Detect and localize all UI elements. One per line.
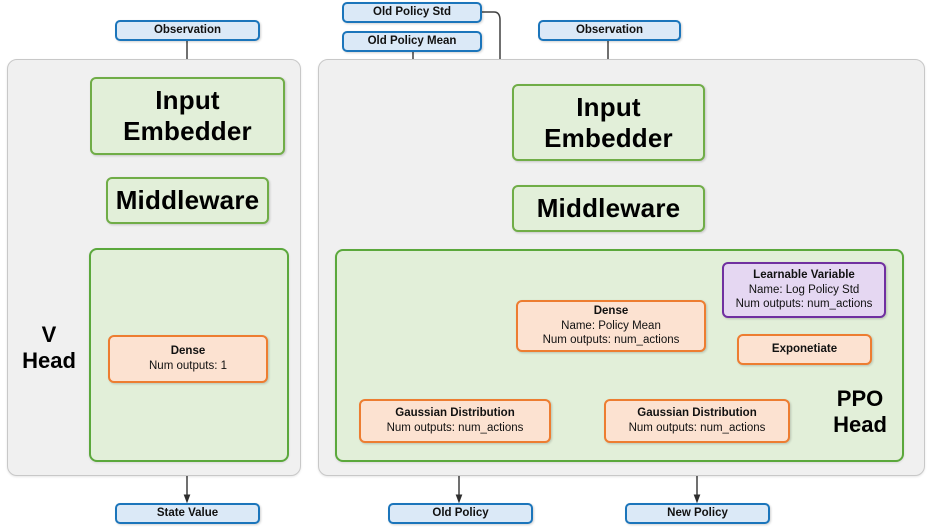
input-old-policy-mean[interactable]: Old Policy Mean [342, 31, 482, 52]
ppo-gaussian-new-title: Gaussian Distribution [637, 407, 757, 420]
input-observation-v-label: Observation [153, 24, 222, 37]
output-old-policy-label: Old Policy [432, 507, 489, 520]
v-head-middleware-label: Middleware [115, 185, 260, 215]
ppo-gaussian-distribution-new-node[interactable]: Gaussian Distribution Num outputs: num_a… [604, 399, 790, 443]
ppo-learnable-variable-name: Name: Log Policy Std [748, 283, 860, 296]
v-head-dense-node[interactable]: Dense Num outputs: 1 [108, 335, 268, 383]
ppo-head-label: PPO Head [833, 386, 887, 438]
ppo-exponetiate-label: Exponetiate [771, 343, 838, 356]
input-observation-ppo[interactable]: Observation [538, 20, 681, 41]
ppo-learnable-variable-node[interactable]: Learnable Variable Name: Log Policy Std … [722, 262, 886, 318]
output-old-policy[interactable]: Old Policy [388, 503, 533, 524]
output-new-policy[interactable]: New Policy [625, 503, 770, 524]
ppo-head-middleware-label: Middleware [536, 193, 681, 223]
input-old-policy-std-label: Old Policy Std [373, 6, 451, 19]
v-head-label: V Head [22, 322, 76, 374]
v-head-input-embedder[interactable]: Input Embedder [90, 77, 285, 155]
ppo-head-input-embedder[interactable]: Input Embedder [512, 84, 705, 161]
v-head-dense-title: Dense [170, 345, 206, 358]
input-observation-v[interactable]: Observation [115, 20, 260, 41]
ppo-learnable-variable-title: Learnable Variable [753, 268, 855, 281]
output-new-policy-label: New Policy [667, 507, 728, 520]
ppo-dense-policy-mean-title: Dense [593, 304, 629, 317]
v-head-middleware[interactable]: Middleware [106, 177, 269, 224]
ppo-learnable-variable-num-outputs: Num outputs: num_actions [735, 298, 873, 311]
output-state-value[interactable]: State Value [115, 503, 260, 524]
input-observation-ppo-label: Observation [575, 24, 644, 37]
ppo-dense-policy-mean-name: Name: Policy Mean [561, 319, 661, 332]
ppo-gaussian-new-num-outputs: Num outputs: num_actions [628, 422, 766, 434]
input-old-policy-mean-label: Old Policy Mean [367, 35, 457, 48]
v-head-dense-num-outputs: Num outputs: 1 [149, 360, 227, 372]
input-old-policy-std[interactable]: Old Policy Std [342, 2, 482, 23]
ppo-dense-policy-mean-num-outputs: Num outputs: num_actions [542, 334, 680, 347]
v-head-input-embedder-label: Input Embedder [123, 85, 252, 146]
ppo-head-middleware[interactable]: Middleware [512, 185, 705, 232]
ppo-gaussian-distribution-old-node[interactable]: Gaussian Distribution Num outputs: num_a… [359, 399, 551, 443]
ppo-head-input-embedder-label: Input Embedder [544, 91, 673, 153]
ppo-gaussian-old-title: Gaussian Distribution [395, 407, 515, 420]
ppo-exponetiate-node[interactable]: Exponetiate [737, 334, 872, 365]
ppo-dense-policy-mean-node[interactable]: Dense Name: Policy Mean Num outputs: num… [516, 300, 706, 352]
output-state-value-label: State Value [156, 507, 219, 520]
ppo-gaussian-old-num-outputs: Num outputs: num_actions [386, 422, 524, 434]
